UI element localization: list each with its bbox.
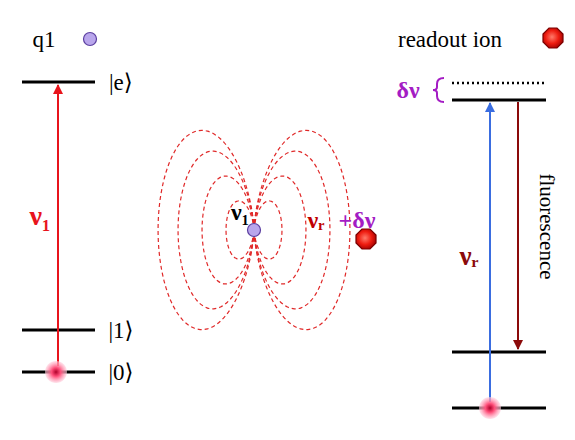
- fluorescence-arrow: [517, 102, 519, 349]
- shifted-level: [452, 82, 546, 85]
- energy-level: [22, 81, 95, 84]
- frequency-label: ν₁: [30, 202, 51, 230]
- frequency-label: νᵣ: [308, 208, 325, 232]
- frequency-label: ν₁: [231, 200, 249, 224]
- qubit-name: q1: [33, 28, 56, 51]
- energy-level: [452, 351, 546, 354]
- state-label: |0⟩: [109, 361, 134, 384]
- population-ball: [45, 361, 67, 383]
- shift-label: +δν: [339, 208, 376, 232]
- state-label: |e⟩: [109, 71, 133, 94]
- qubit-dot: [248, 224, 261, 237]
- ion-name: readout ion: [398, 28, 502, 51]
- energy-level: [452, 99, 546, 102]
- ion-octagon: [543, 28, 563, 48]
- shift-brace: [433, 78, 444, 102]
- qubit-dot: [84, 33, 97, 46]
- state-label: |1⟩: [109, 319, 134, 342]
- dipole-field: [158, 130, 350, 329]
- shift-label: δν: [397, 78, 420, 102]
- population-ball: [479, 397, 501, 419]
- probe-arrow: [489, 103, 491, 402]
- field-line: [254, 130, 350, 329]
- field-line: [158, 130, 254, 329]
- excitation-arrow: [57, 85, 59, 366]
- process-label: fluorescence: [536, 173, 557, 279]
- frequency-label: νᵣ: [460, 243, 479, 270]
- ion-octagon: [356, 229, 376, 249]
